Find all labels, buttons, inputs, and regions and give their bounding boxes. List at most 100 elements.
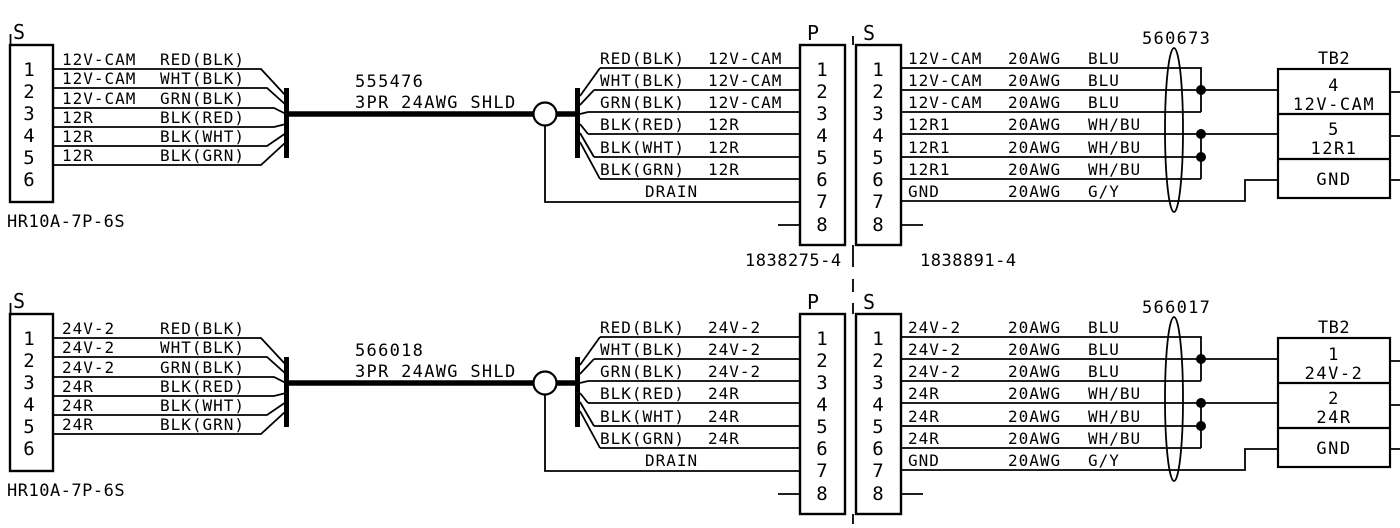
wire-signal-label: 12R [708, 138, 740, 157]
cable: 566018 3PR 24AWG SHLD [284, 336, 800, 472]
circuit-24v: S 1 2 3 4 5 6 24V-2 RED(BLK) 24V-2 WHT(B… [7, 289, 1400, 516]
drain-label: DRAIN [645, 182, 698, 201]
cable-part-number: 555476 [355, 72, 424, 92]
wire-color-label: BLK(RED) [600, 115, 685, 134]
connector-body [854, 312, 903, 516]
wire-color-label: BLU [1088, 340, 1120, 359]
shield-ellipse [1164, 316, 1184, 482]
wire-color-label: BLK(RED) [160, 377, 245, 396]
terminal-number: 2 [1328, 389, 1340, 409]
pin-number: 1 [23, 328, 34, 350]
wire-signal-label: 24R [708, 384, 740, 403]
terminal-block: TB2 1 24V-2 2 24R GND [1276, 318, 1400, 469]
terminal-number: 4 [1328, 76, 1340, 96]
pin-number: 6 [872, 169, 883, 191]
wire-color-label: BLK(RED) [160, 108, 245, 127]
wire-signal-label: 24V-2 [708, 318, 761, 337]
terminal-dividers [1278, 112, 1390, 161]
junction-dot [1196, 421, 1206, 431]
wire-signal-label: 12V-CAM [908, 49, 982, 68]
terminal-label: 12V-CAM [1293, 95, 1375, 115]
wire-signal-label: 24R [708, 407, 740, 426]
pin-number: 5 [872, 416, 883, 438]
pin-number: 4 [23, 394, 34, 416]
part-number: 1838275-4 [745, 251, 842, 271]
cable: 555476 3PR 24AWG SHLD [284, 67, 800, 203]
socket-connector: S 1 2 3 4 5 6 7 8 12V-CAM 20AWG BLU 12V-… [854, 21, 1278, 271]
connector-gender: S [863, 21, 875, 45]
wire-color-label: WH/BU [1088, 115, 1141, 134]
wire-color-label: BLU [1088, 49, 1120, 68]
connector-gender: S [863, 290, 875, 314]
connector-body [8, 312, 55, 473]
connector-wires [588, 67, 800, 180]
drain-wire [544, 394, 800, 472]
pin-number: 7 [816, 460, 827, 482]
pin-number: 7 [872, 460, 883, 482]
pin-number: 2 [23, 350, 34, 372]
terminal-label: 24V-2 [1305, 364, 1364, 384]
wire-signal-label: 12R [62, 146, 94, 165]
terminal-number: 5 [1328, 120, 1340, 140]
connector-gender: S [13, 289, 25, 313]
wire-signal-label: 24V-2 [708, 340, 761, 359]
left-connector: S 1 2 3 4 5 6 24V-2 RED(BLK) 24V-2 WHT(B… [7, 289, 287, 501]
wire-color-label: RED(BLK) [600, 318, 685, 337]
pin-number: 3 [816, 372, 827, 394]
pin-number: 1 [816, 59, 827, 81]
pin-number: 8 [816, 483, 827, 505]
wire-signal-label: 12R [708, 160, 740, 179]
wire-color-label: GRN(BLK) [600, 362, 685, 381]
connector-gender: P [807, 290, 819, 314]
wire-color-label: GRN(BLK) [600, 93, 685, 112]
pin-number: 3 [23, 372, 34, 394]
wire-color-label: RED(BLK) [160, 50, 245, 69]
wire-color-label: BLK(WHT) [160, 396, 245, 415]
pin-number: 2 [872, 81, 883, 103]
connector-body [798, 312, 847, 516]
wire-gauge-label: 20AWG [1008, 362, 1061, 381]
shield-callout: 560673 [1142, 29, 1211, 213]
pin-number: 4 [816, 394, 827, 416]
wire-color-label: BLK(GRN) [160, 146, 245, 165]
wire-signal-label: 12V-CAM [908, 71, 982, 90]
wire-gauge-label: 20AWG [1008, 340, 1061, 359]
wire-signal-label: 24R [908, 407, 940, 426]
cable-part-number: 566018 [355, 341, 424, 361]
pin-number: 8 [872, 214, 883, 236]
connector-body [8, 43, 55, 204]
junction-dot [1196, 129, 1206, 139]
shield-ring [532, 370, 558, 396]
pin-number: 6 [872, 438, 883, 460]
shield-ellipse [1164, 47, 1184, 213]
terminal-block-title: TB2 [1318, 49, 1350, 69]
wire-signal-label: 24V-2 [62, 338, 115, 357]
wire-signal-label: 12R1 [908, 160, 951, 179]
wire-signal-label: 12R1 [908, 138, 951, 157]
wire-gauge-label: 20AWG [1008, 318, 1061, 337]
cable-gather-bar [284, 357, 289, 427]
wire-color-label: WHT(BLK) [160, 338, 245, 357]
wire-signal-label: 24V-2 [908, 362, 961, 381]
pin-number: 2 [872, 350, 883, 372]
wire-color-label: GRN(BLK) [160, 89, 245, 108]
drain-wire [544, 125, 800, 203]
wire-color-label: BLU [1088, 362, 1120, 381]
pin-number: 1 [872, 328, 883, 350]
wire-color-label: GRN(BLK) [160, 358, 245, 377]
wire-signal-label: 12R1 [908, 115, 951, 134]
terminal-block-body [1276, 336, 1392, 469]
terminal-number: 1 [1328, 345, 1340, 365]
terminal-dividers [1278, 381, 1390, 430]
wire-color-label: BLK(WHT) [160, 127, 245, 146]
wire-gauge-label: 20AWG [1008, 115, 1061, 134]
wire-signal-label: 12V-CAM [62, 69, 136, 88]
pin-number: 3 [872, 372, 883, 394]
shield-part-number: 560673 [1142, 29, 1211, 49]
pin-number: 1 [816, 328, 827, 350]
wire-color-label: BLK(GRN) [600, 429, 685, 448]
circuit-12v: S 1 2 3 4 5 6 12V-CAM RED(BLK) 12V-CAM W… [7, 20, 1400, 271]
pin-number: 2 [816, 81, 827, 103]
